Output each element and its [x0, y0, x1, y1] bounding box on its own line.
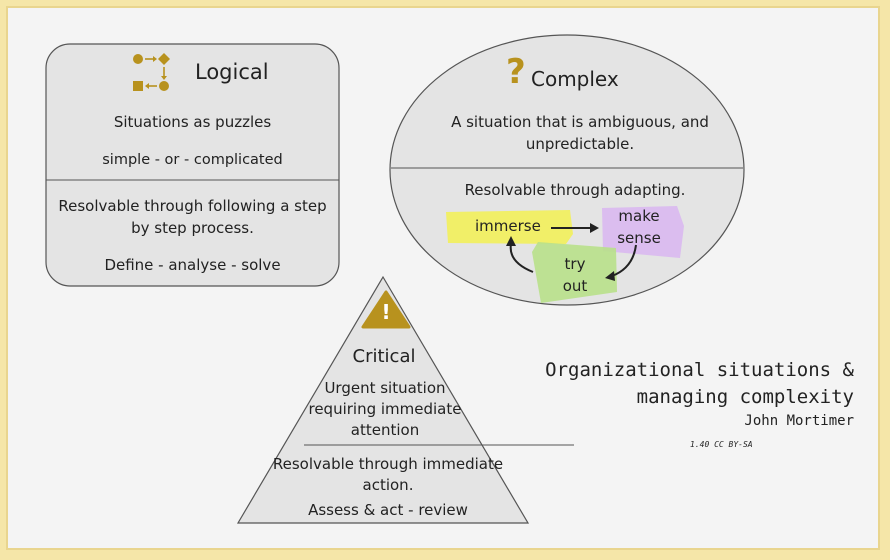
logical-title: Logical — [195, 60, 269, 84]
author-name: John Mortimer — [744, 413, 854, 429]
cycle-step-out: out — [562, 277, 588, 295]
critical-resolution-line2: action. — [362, 476, 414, 494]
diagram-title-line2: managing complexity — [636, 386, 854, 408]
try-out-note — [532, 242, 617, 303]
cycle-step-try: try — [564, 255, 586, 273]
cycle-step-make: make — [618, 207, 660, 225]
logical-subtitle: Situations as puzzles — [113, 113, 272, 131]
make-sense-note — [602, 206, 684, 258]
warning-icon — [361, 290, 411, 329]
diagram-title-line1: Organizational situations & — [545, 359, 854, 381]
arrow-head-make-sense — [590, 223, 599, 233]
critical-panel — [236, 275, 530, 524]
critical-desc-line3: attention — [350, 421, 420, 439]
arrow-head-immerse — [506, 236, 516, 246]
arrow-head-try-out — [605, 271, 615, 281]
critical-resolution-line1: Resolvable through immediate — [272, 455, 504, 473]
critical-method: Assess & act - review — [308, 501, 468, 519]
cycle-arrows — [509, 227, 637, 277]
logical-panel — [45, 43, 340, 287]
logical-resolution-line2: by step process. — [131, 219, 254, 237]
complex-desc-line1: A situation that is ambiguous, and — [451, 113, 709, 131]
complex-desc-line2: unpredictable. — [525, 135, 635, 153]
complex-resolution: Resolvable through adapting. — [464, 181, 686, 199]
question-icon: ? — [506, 52, 526, 92]
license-note: 1.40 CC BY-SA — [690, 440, 753, 449]
critical-title: Critical — [352, 346, 416, 367]
immerse-note — [446, 210, 573, 244]
logical-method: Define - analyse - solve — [104, 256, 281, 274]
complex-title: Complex — [531, 67, 619, 91]
logical-types: simple - or - complicated — [102, 152, 283, 168]
flow-shapes-icon — [133, 53, 170, 91]
logical-resolution-line1: Resolvable through following a step — [58, 197, 327, 215]
cycle-step-sense: sense — [617, 229, 661, 247]
critical-desc-line1: Urgent situation — [324, 379, 446, 397]
warning-mark: ! — [381, 300, 391, 324]
critical-desc-line2: requiring immediate — [308, 400, 462, 418]
cycle-step-immerse: immerse — [475, 217, 541, 235]
